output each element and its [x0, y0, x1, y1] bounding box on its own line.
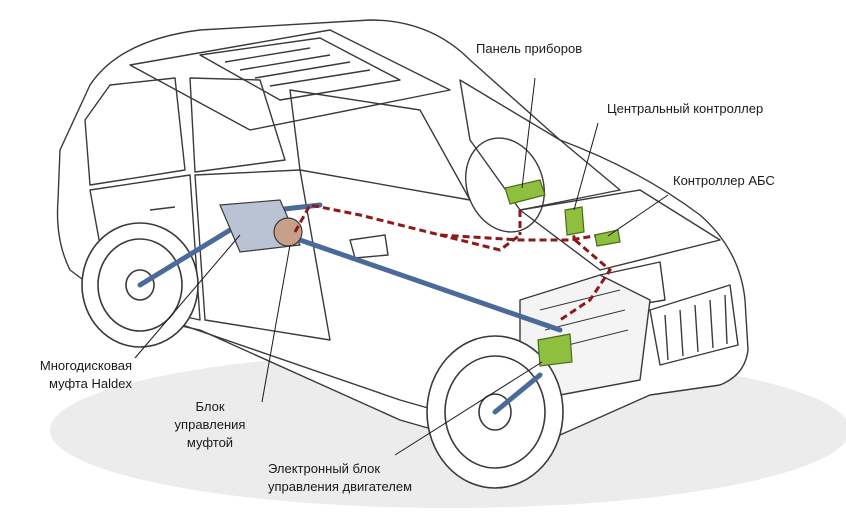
- label-engine-ecu: Электронный блок управления двигателем: [268, 461, 413, 494]
- haldex-coupling: [219, 199, 303, 253]
- central-controller-module: [564, 206, 585, 236]
- instrument-panel-module: [504, 179, 546, 205]
- label-central-controller: Центральный контроллер: [607, 101, 764, 116]
- abs-controller-module: [594, 229, 621, 247]
- label-abs-controller: Контроллер АБС: [673, 173, 775, 188]
- leader-lines: [134, 77, 669, 456]
- label-clutch-control-unit: Блок управления муфтой: [174, 399, 246, 450]
- label-instrument-panel: Панель приборов: [476, 41, 583, 56]
- control-modules: [504, 179, 621, 367]
- label-haldex-coupling: Многодисковая муфта Haldex: [39, 358, 132, 391]
- ecu-module: [537, 333, 573, 367]
